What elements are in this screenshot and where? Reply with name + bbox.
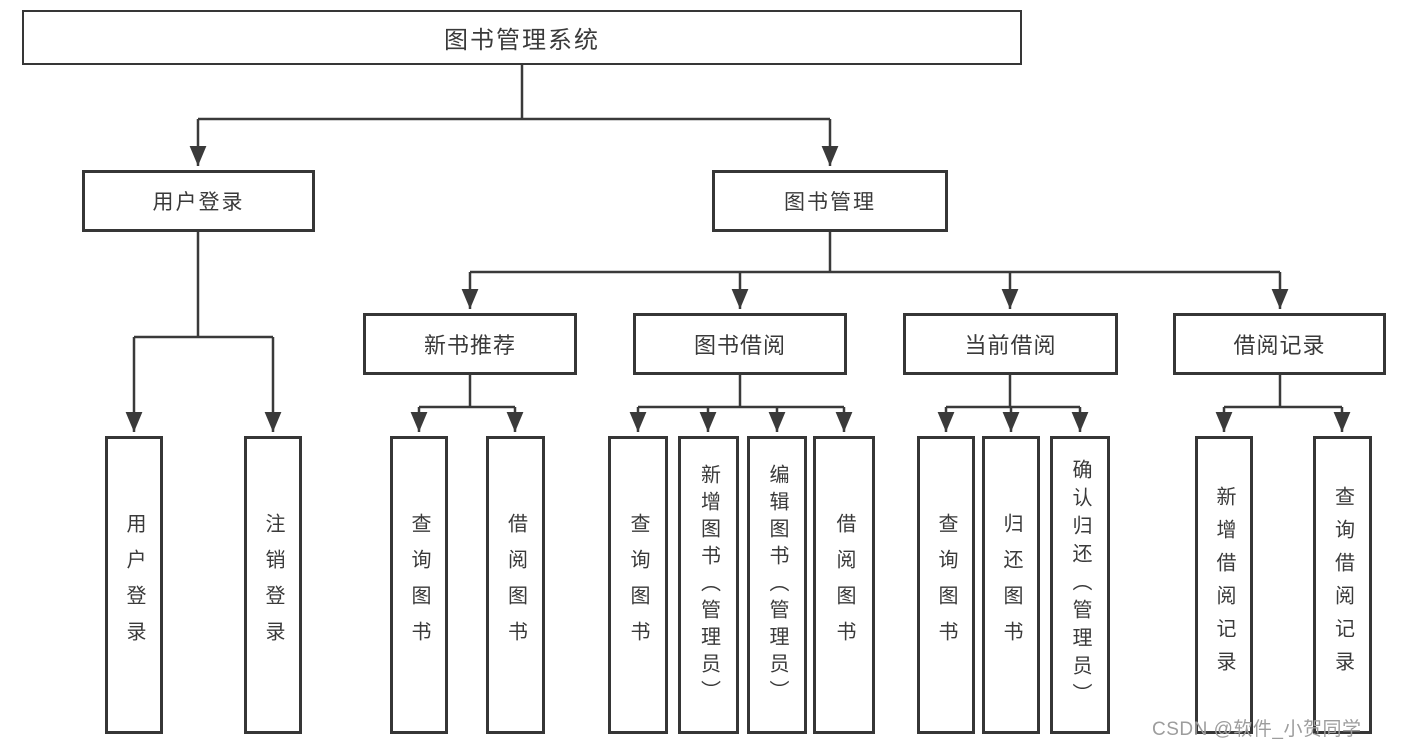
node-user-login: 用户登录 (82, 170, 315, 232)
leaf-logout: 注销登录 (244, 436, 302, 734)
node-new-book-recommendation: 新书推荐 (363, 313, 577, 375)
node-label: 借阅图书 (504, 513, 527, 657)
node-current-borrowing: 当前借阅 (903, 313, 1118, 375)
node-label: 新增借阅记录 (1213, 486, 1235, 684)
leaf-query-books-recommend: 查询图书 (390, 436, 448, 734)
leaf-add-borrow-record: 新增借阅记录 (1195, 436, 1253, 734)
leaf-query-borrow-record: 查询借阅记录 (1313, 436, 1372, 734)
leaf-user-login: 用户登录 (105, 436, 163, 734)
leaf-confirm-return-admin: 确认归还（管理员） (1050, 436, 1110, 734)
node-label: 编辑图书（管理员） (766, 463, 788, 707)
node-label: 归还图书 (1000, 513, 1022, 657)
node-label: 注销登录 (262, 513, 284, 657)
node-label: 借阅图书 (833, 513, 855, 657)
leaf-borrow-books-borrowing: 借阅图书 (813, 436, 875, 734)
node-label: 用户登录 (123, 513, 145, 657)
leaf-edit-book-admin: 编辑图书（管理员） (747, 436, 807, 734)
node-book-borrowing: 图书借阅 (633, 313, 847, 375)
node-label: 确认归还（管理员） (1069, 459, 1091, 711)
node-label: 图书借阅 (693, 333, 786, 358)
node-book-management: 图书管理 (712, 170, 948, 232)
node-label: 用户登录 (152, 191, 245, 214)
node-label: 借阅记录 (1233, 333, 1326, 358)
node-label: 当前借阅 (964, 333, 1057, 358)
leaf-borrow-books-recommend: 借阅图书 (486, 436, 545, 734)
node-borrowing-records: 借阅记录 (1173, 313, 1386, 375)
node-label: 新增图书（管理员） (697, 463, 720, 707)
watermark: CSDN @软件_小贺同学 (1152, 719, 1362, 740)
node-library-system: 图书管理系统 (22, 10, 1022, 65)
node-label: 新书推荐 (423, 333, 516, 358)
node-label: 查询图书 (408, 513, 430, 657)
node-label: 查询图书 (627, 513, 649, 657)
node-label: 图书管理系统 (444, 27, 600, 54)
node-label: 图书管理 (784, 191, 876, 214)
node-label: 查询借阅记录 (1331, 486, 1354, 684)
leaf-query-books-current: 查询图书 (917, 436, 975, 734)
node-label: 查询图书 (935, 513, 957, 657)
leaf-return-books: 归还图书 (982, 436, 1040, 734)
leaf-add-book-admin: 新增图书（管理员） (678, 436, 739, 734)
leaf-query-books-borrowing: 查询图书 (608, 436, 668, 734)
